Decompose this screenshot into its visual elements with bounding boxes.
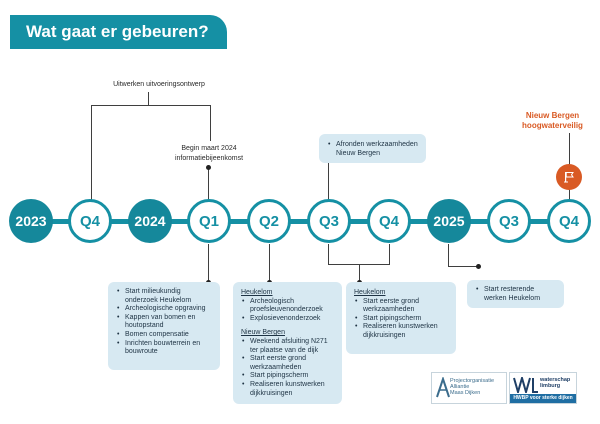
card-q3-q4: Heukelom Start eerste grond werkzaamhede… [346,282,456,354]
annotation-begin-line2: informatiebijeenkomst [174,155,244,162]
page-title: Wat gaat er gebeuren? [10,15,227,49]
card-subheading: Nieuw Bergen [241,329,285,337]
card-subheading: Heukelom [354,289,386,296]
logo-alliantie-text: Projectorganisatie Alliantie Maas Dijken [450,378,494,396]
alliance-logo-icon [436,377,450,398]
card-2025-q3: Start resterende werken Heukelom [467,280,564,308]
timeline-node-q3-2025: Q3 [487,199,531,243]
connector-line [269,244,270,282]
connector-line [208,244,209,282]
connector-dot [206,165,211,170]
list-item: Archeologische opgraving [116,305,212,314]
milestone-flag [556,164,582,190]
list-item: Start pipingscherm [354,315,448,324]
logo-line: limburg [540,383,561,389]
list-item: Weekend afsluiting N271 ter plaatse van … [241,338,334,355]
list-item: Archeologisch proefsleuvenonderzoek [241,298,334,315]
milestone-label: Nieuw Bergen hoogwaterveilig [507,111,598,131]
connector-line [328,160,329,201]
card-q3-top: Afronden werkzaamheden Nieuw Bergen [319,134,426,163]
connector-line [210,105,211,141]
logo-line: waterschap [540,377,571,383]
flag-icon [564,172,574,183]
list-item: Realiseren kunstwerken dijkkruisingen [354,323,448,340]
timeline-bar [18,219,570,224]
list-item: Start resterende werken Heukelom [475,286,556,303]
timeline-node-2023: 2023 [9,199,53,243]
waterschap-logo-icon [513,377,538,393]
list-item: Realiseren kunstwerken dijkkruisingen [241,381,334,398]
logo-line: Projectorganisatie [450,378,495,384]
list-item: Start eerste grond werkzaamheden [241,355,334,372]
annotation-uitwerken: Uitwerken uitvoeringsontwerp [113,81,205,88]
connector-line [91,105,211,106]
timeline-node-2024: 2024 [128,199,172,243]
connector-line [359,264,360,282]
timeline-node-q4-2023: Q4 [68,199,112,243]
connector-line [389,244,390,264]
timeline-node-q1-2024: Q1 [187,199,231,243]
list-item: Afronden werkzaamheden Nieuw Bergen [327,141,418,158]
logo-waterschap-text: waterschap limburg [540,377,570,389]
milestone-line2: hoogwaterveilig [522,121,583,130]
logo-tagline: HWBP voor sterke dijken [510,394,576,403]
connector-line [328,244,329,264]
connector-dot [476,264,481,269]
timeline-node-q4-2024: Q4 [367,199,411,243]
connector-line [448,244,449,266]
timeline-node-2025: 2025 [427,199,471,243]
annotation-begin: Begin maart 2024 informatiebijeenkomst [166,144,252,164]
list-item: Start pipingscherm [241,372,334,381]
connector-line [148,92,149,106]
annotation-begin-line1: Begin maart 2024 [181,145,237,152]
card-subheading: Heukelom [241,289,273,296]
connector-line [91,105,92,201]
list-item: Kappen van bomen en houtopstand [116,314,212,331]
list-item: Inrichten bouwterrein en bouwroute [116,340,212,357]
connector-line [208,167,209,201]
list-item: Bomen compensatie [116,331,212,340]
connector-line [448,266,478,267]
card-q2: Heukelom Archeologisch proefsleuvenonder… [233,282,342,404]
timeline-node-q2-2024: Q2 [247,199,291,243]
timeline-node-q4-2025: Q4 [547,199,591,243]
logo-alliantie: Projectorganisatie Alliantie Maas Dijken [431,372,507,404]
list-item: Start milieukundig onderzoek Heukelom [116,288,212,305]
milestone-line1: Nieuw Bergen [525,111,580,120]
logo-waterschap: waterschap limburg HWBP voor sterke dijk… [509,372,577,404]
list-item: Explosievenonderzoek [241,315,334,324]
timeline-node-q3-2024: Q3 [307,199,351,243]
logo-line: Maas Dijken [450,390,481,396]
logo-line: Alliantie [450,384,470,390]
card-q1: Start milieukundig onderzoek Heukelom Ar… [108,282,220,370]
list-item: Start eerste grond werkzaamheden [354,298,448,315]
